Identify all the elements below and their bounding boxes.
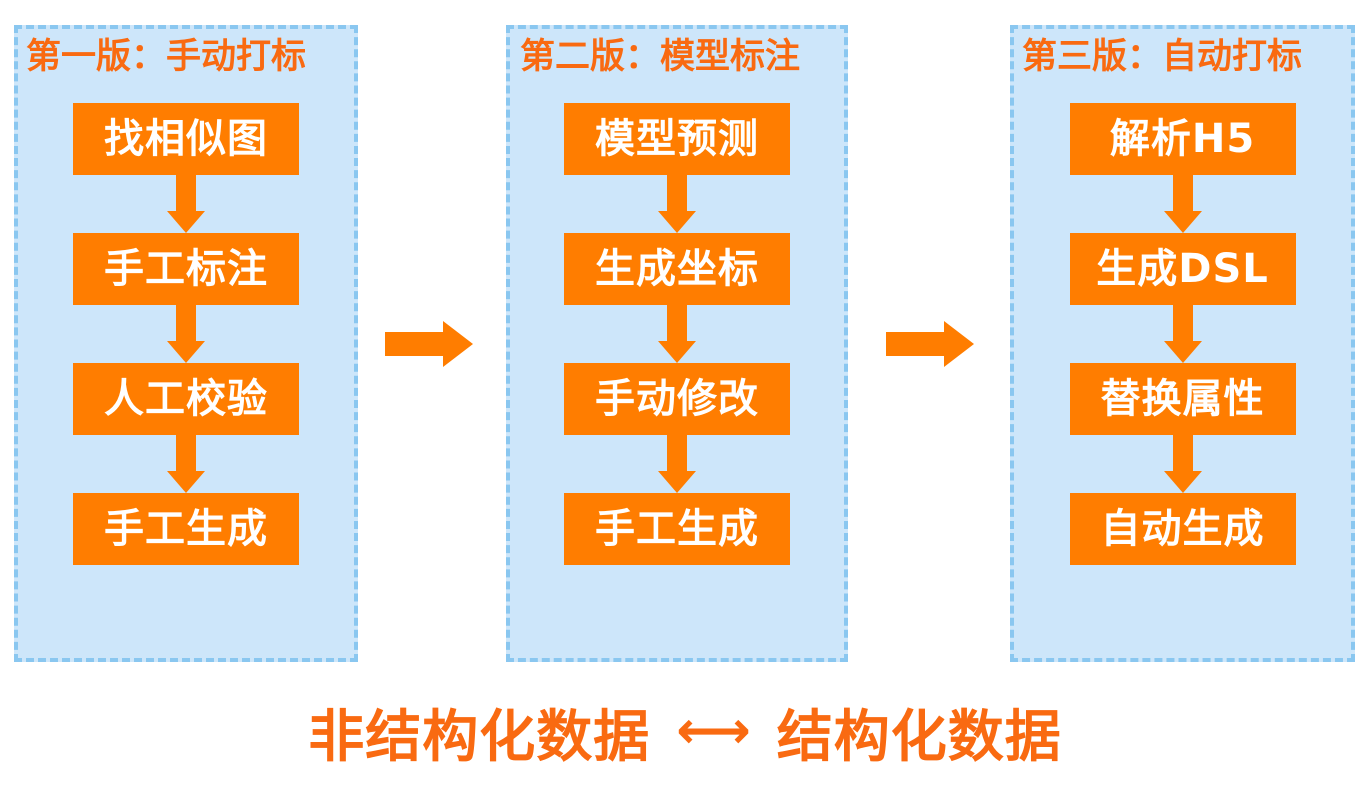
step-box-3-3[interactable]: 替换属性: [1069, 363, 1296, 435]
bottom-caption: 非结构化数据 ⟷ 结构化数据: [0, 692, 1370, 773]
arrow-shaft: [385, 332, 445, 356]
stage-panel-3: 第三版：自动打标 解析H5 生成DSL 替换属性 自动生成: [1010, 25, 1355, 662]
down-arrow-icon: [159, 305, 213, 363]
down-arrow-icon: [650, 435, 704, 493]
arrow-shaft: [886, 332, 946, 356]
arrow-head: [443, 321, 473, 367]
step-box-1-2[interactable]: 手工标注: [73, 233, 299, 305]
step-box-1-3[interactable]: 人工校验: [73, 363, 299, 435]
arrow-head: [658, 341, 696, 363]
step-box-1-1[interactable]: 找相似图: [73, 103, 299, 175]
bidirectional-arrow-icon: ⟷: [676, 700, 751, 761]
step-box-3-1[interactable]: 解析H5: [1069, 103, 1296, 175]
arrow-shaft: [176, 435, 196, 473]
down-arrow-icon: [650, 305, 704, 363]
flow-column-3: 解析H5 生成DSL 替换属性 自动生成: [1014, 103, 1351, 565]
down-arrow-icon: [1156, 435, 1210, 493]
arrow-head: [167, 341, 205, 363]
flow-column-2: 模型预测 生成坐标 手动修改 手工生成: [510, 103, 844, 565]
down-arrow-icon: [159, 435, 213, 493]
arrow-head: [1163, 471, 1202, 493]
panel-title-3: 第三版：自动打标: [1022, 37, 1303, 77]
panel-title-2: 第二版：模型标注: [520, 37, 801, 77]
arrow-head: [1163, 341, 1202, 363]
arrow-head: [167, 211, 205, 233]
down-arrow-icon: [650, 175, 704, 233]
down-arrow-icon: [1156, 175, 1210, 233]
arrow-head: [658, 211, 696, 233]
arrow-shaft: [176, 175, 196, 213]
down-arrow-icon: [1156, 305, 1210, 363]
step-box-3-2[interactable]: 生成DSL: [1069, 233, 1296, 305]
stage-panel-1: 第一版：手动打标 找相似图 手工标注 人工校验 手工生成: [14, 25, 358, 662]
arrow-head: [944, 321, 974, 367]
arrow-head: [1163, 211, 1202, 233]
caption-right-label: 结构化数据: [776, 705, 1062, 770]
step-box-3-4[interactable]: 自动生成: [1069, 493, 1296, 565]
arrow-shaft: [667, 435, 687, 473]
step-box-2-2[interactable]: 生成坐标: [564, 233, 790, 305]
right-arrow-icon-1: [385, 321, 477, 367]
stage-panel-2: 第二版：模型标注 模型预测 生成坐标 手动修改 手工生成: [506, 25, 848, 662]
step-box-2-3[interactable]: 手动修改: [564, 363, 790, 435]
arrow-shaft: [1172, 175, 1193, 213]
caption-left-label: 非结构化数据: [308, 705, 651, 770]
arrow-shaft: [667, 175, 687, 213]
panel-title-1: 第一版：手动打标: [26, 37, 307, 77]
step-box-1-4[interactable]: 手工生成: [73, 493, 299, 565]
arrow-head: [658, 471, 696, 493]
arrow-shaft: [176, 305, 196, 343]
step-box-2-4[interactable]: 手工生成: [564, 493, 790, 565]
arrow-shaft: [1172, 305, 1193, 343]
step-box-2-1[interactable]: 模型预测: [564, 103, 790, 175]
flow-column-1: 找相似图 手工标注 人工校验 手工生成: [18, 103, 354, 565]
arrow-head: [167, 471, 205, 493]
arrow-shaft: [1172, 435, 1193, 473]
arrow-shaft: [667, 305, 687, 343]
down-arrow-icon: [159, 175, 213, 233]
right-arrow-icon-2: [886, 321, 978, 367]
